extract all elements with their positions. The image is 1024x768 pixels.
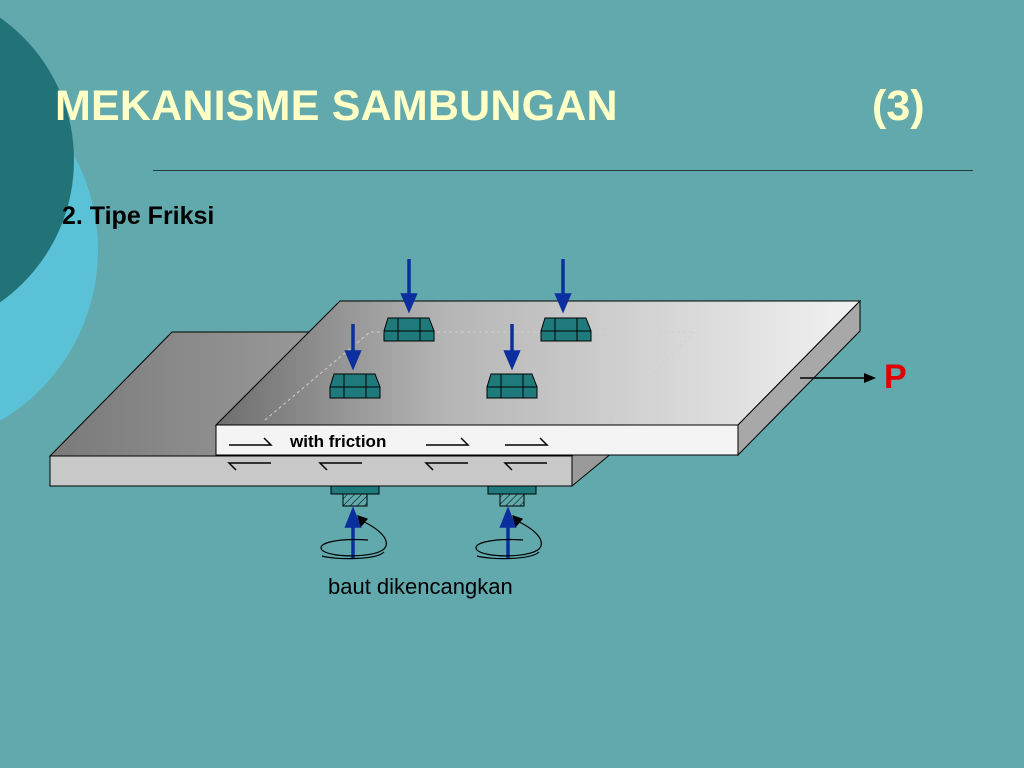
force-label: P — [884, 358, 907, 396]
slide-title: MEKANISME SAMBUNGAN — [55, 82, 618, 130]
slide-number: (3) — [872, 82, 925, 130]
bolt-heads-bottom — [330, 485, 537, 507]
title-divider — [153, 170, 973, 171]
friction-arrows-bottom — [227, 462, 547, 471]
rotation-spirals — [320, 515, 542, 560]
bolt-nut-1 — [383, 317, 435, 342]
decorative-circles — [0, 17, 98, 420]
bolt-nut-3 — [329, 373, 381, 399]
clamp-arrows-down — [344, 259, 572, 371]
friction-arrows-top — [229, 437, 549, 446]
bolt-nut-top — [329, 317, 592, 399]
load-arrow — [800, 373, 876, 383]
bolt-caption: baut dikencangkan — [328, 574, 513, 599]
friction-label: with friction — [290, 432, 387, 451]
bolt-nut-2 — [540, 317, 592, 342]
bolt-nut-4 — [486, 373, 538, 399]
slide-subtitle: 2. Tipe Friksi — [62, 202, 215, 230]
tightening-arrows-up — [344, 506, 517, 558]
